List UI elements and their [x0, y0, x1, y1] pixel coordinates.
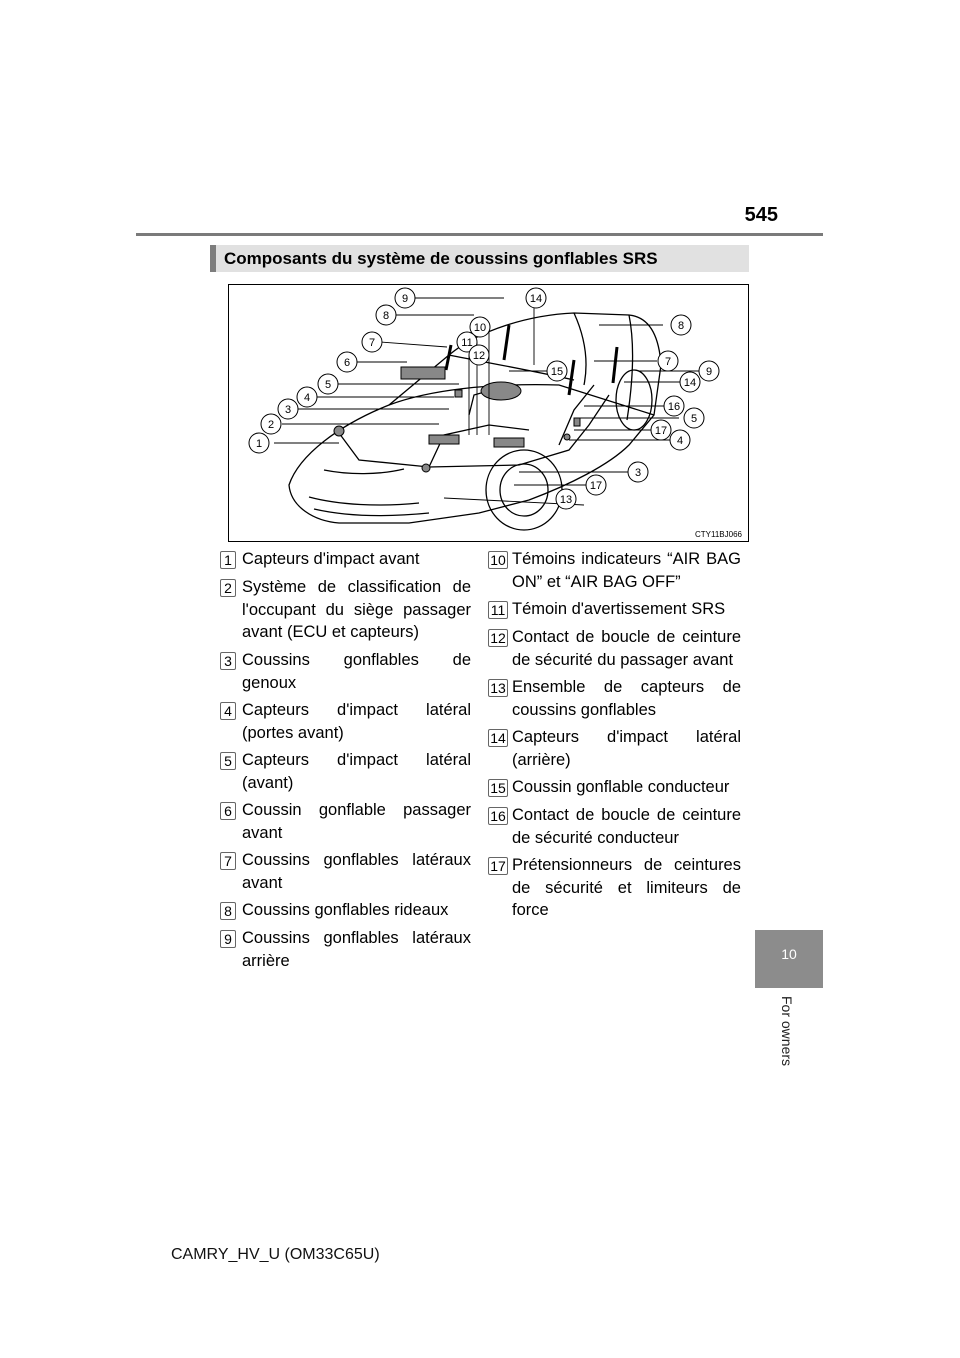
header-rule	[136, 233, 823, 236]
svg-text:7: 7	[665, 356, 671, 368]
svg-text:8: 8	[678, 320, 684, 332]
svg-text:1: 1	[256, 438, 262, 450]
legend-number: 10	[488, 551, 508, 569]
legend-item: Capteurs d'impact latéral (arrière)	[512, 726, 741, 771]
legend-item: Prétensionneurs de ceintures de sécurité…	[512, 854, 741, 922]
car-illustration: 1 2 3 4 5 6 7 8 9 10 11 12 13 14 15 16 1…	[229, 285, 748, 541]
svg-text:3: 3	[635, 467, 641, 479]
svg-text:14: 14	[684, 377, 696, 389]
legend-item: Coussins gonflables latéraux avant	[242, 849, 471, 894]
svg-text:13: 13	[560, 494, 572, 506]
legend-number: 1	[220, 551, 236, 569]
svg-text:2: 2	[268, 419, 274, 431]
svg-text:3: 3	[285, 404, 291, 416]
svg-text:9: 9	[402, 293, 408, 305]
legend-number: 4	[220, 702, 236, 720]
svg-text:16: 16	[668, 401, 680, 413]
svg-text:6: 6	[344, 357, 350, 369]
svg-text:4: 4	[677, 435, 683, 447]
page-number: 545	[738, 204, 778, 227]
legend-number: 12	[488, 629, 508, 647]
svg-text:17: 17	[590, 480, 602, 492]
legend-item: Témoins indicateurs “AIR BAG ON” et “AIR…	[512, 548, 741, 593]
svg-text:14: 14	[530, 293, 542, 305]
svg-text:17: 17	[655, 425, 667, 437]
legend-item: Coussins gonflables latéraux arrière	[242, 927, 471, 972]
chapter-tab-number: 10	[755, 946, 823, 962]
legend-item: Coussin gonflable conducteur	[512, 776, 741, 799]
section-title: Composants du système de coussins gonfla…	[224, 249, 658, 269]
legend-item: Contact de boucle de ceinture de sécurit…	[512, 626, 741, 671]
legend-item: Coussins gonflables de genoux	[242, 649, 471, 694]
legend-number: 16	[488, 807, 508, 825]
chapter-tab-label: For owners	[775, 996, 795, 1076]
legend-item: Capteurs d'impact avant	[242, 548, 471, 571]
legend-number: 14	[488, 729, 508, 747]
svg-text:11: 11	[461, 337, 472, 349]
svg-text:5: 5	[325, 379, 331, 391]
legend-item: Coussins gonflables rideaux	[242, 899, 471, 922]
svg-text:9: 9	[706, 366, 712, 378]
legend-number: 3	[220, 652, 236, 670]
svg-text:5: 5	[691, 413, 697, 425]
legend-item: Système de classification de l'occupant …	[242, 576, 471, 644]
legend-item: Ensemble de capteurs de coussins gonflab…	[512, 676, 741, 721]
legend-item: Témoin d'avertissement SRS	[512, 598, 741, 621]
legend-number: 9	[220, 930, 236, 948]
svg-text:8: 8	[383, 310, 389, 322]
legend-number: 6	[220, 802, 236, 820]
legend-number: 2	[220, 579, 236, 597]
svg-text:4: 4	[304, 392, 310, 404]
legend-number: 8	[220, 902, 236, 920]
legend-number: 5	[220, 752, 236, 770]
chapter-tab[interactable]: 10	[755, 930, 823, 988]
legend-number: 13	[488, 679, 508, 697]
legend-item: Capteurs d'impact latéral (portes avant)	[242, 699, 471, 744]
figure-code: CTY11BJ066	[695, 530, 743, 539]
legend-number: 11	[488, 601, 508, 619]
svg-text:10: 10	[474, 322, 486, 334]
legend-item: Coussin gonflable passager avant	[242, 799, 471, 844]
legend-item: Capteurs d'impact latéral (avant)	[242, 749, 471, 794]
footer-model-code: CAMRY_HV_U (OM33C65U)	[171, 1246, 380, 1264]
legend-item: Contact de boucle de ceinture de sécurit…	[512, 804, 741, 849]
airbag-components-diagram: 1 2 3 4 5 6 7 8 9 10 11 12 13 14 15 16 1…	[228, 284, 749, 542]
svg-text:7: 7	[369, 337, 375, 349]
section-header: Composants du système de coussins gonfla…	[210, 245, 749, 272]
svg-text:15: 15	[551, 366, 563, 378]
legend-number: 7	[220, 852, 236, 870]
svg-text:12: 12	[473, 350, 485, 362]
legend-number: 15	[488, 779, 508, 797]
legend-number: 17	[488, 857, 508, 875]
